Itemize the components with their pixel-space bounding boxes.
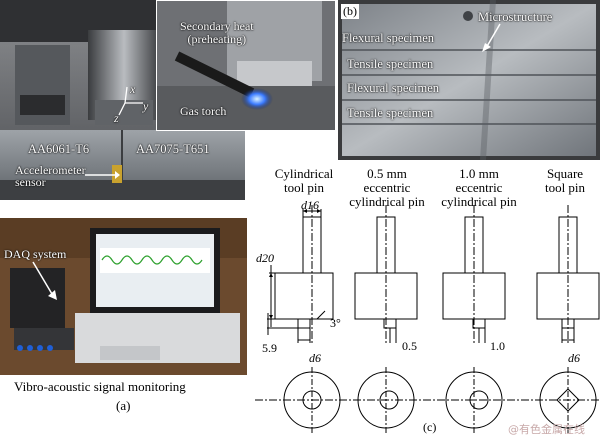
tool-title-cylindrical: Cylindrical tool pin xyxy=(274,166,334,195)
axis-arrows xyxy=(118,86,143,116)
panel-b-tag: (b) xyxy=(341,4,359,19)
axis-y-label: y xyxy=(143,99,149,113)
specimen-label-2: Tensile specimen xyxy=(347,57,434,71)
preheating-inset-photo xyxy=(156,0,336,131)
panel-a-tag: (a) xyxy=(116,398,131,413)
panel-c-tag: (c) xyxy=(423,420,437,434)
daq-system-label: DAQ system xyxy=(4,247,67,261)
specimen-label-3: Flexural specimen xyxy=(347,81,439,95)
tool-pin-drawings xyxy=(255,205,600,433)
dim-height: 5.9 xyxy=(262,341,277,355)
specimen-plate-photo xyxy=(338,0,600,160)
axis-x-label: x xyxy=(130,82,136,96)
dim-d16: d16 xyxy=(301,198,319,212)
dim-angle: 3° xyxy=(330,316,341,330)
watermark-text: @有色金属在线 xyxy=(508,423,585,436)
accelerometer-arrow xyxy=(85,171,120,179)
plate-label-aa6061: AA6061-T6 xyxy=(28,142,90,156)
gas-torch-label: Gas torch xyxy=(180,104,227,118)
specimen-label-1: Flexural specimen xyxy=(342,31,434,45)
dim-d6-square: d6 xyxy=(568,351,580,365)
secondary-heat-label: Secondary heat (preheating) xyxy=(180,19,254,46)
dim-d20: d20 xyxy=(256,251,274,265)
plate-label-aa7075: AA7075-T651 xyxy=(136,142,210,156)
dim-eccentric-05: 0.5 xyxy=(402,339,417,353)
dim-d6-cylindrical: d6 xyxy=(309,351,321,365)
specimen-label-4: Tensile specimen xyxy=(347,106,434,120)
panel-a-caption: Vibro-acoustic signal monitoring xyxy=(14,379,186,394)
axis-z-label: z xyxy=(114,111,119,125)
accelerometer-label: Accelerometer sensor xyxy=(15,163,86,189)
tool-title-eccentric-10: 1.0 mm eccentric cylindrical pin xyxy=(441,166,517,209)
daq-laptop-photo xyxy=(0,218,247,375)
microstructure-arrow xyxy=(482,23,501,52)
daq-arrow xyxy=(32,261,57,300)
dim-eccentric-10: 1.0 xyxy=(490,339,505,353)
tool-title-eccentric-05: 0.5 mm eccentric cylindrical pin xyxy=(349,166,425,209)
microstructure-label: Microstructure xyxy=(478,10,553,24)
tool-title-square: Square tool pin xyxy=(544,166,586,195)
